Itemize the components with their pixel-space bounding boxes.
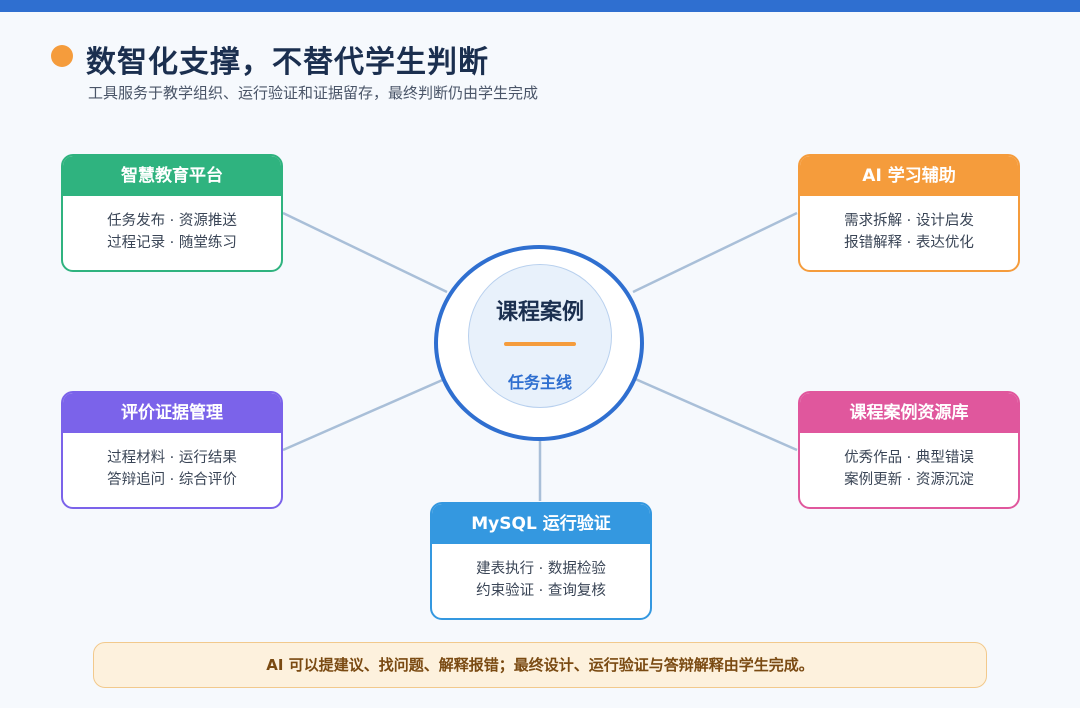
- card-body: 优秀作品 · 典型错误 案例更新 · 资源沉淀: [800, 433, 1018, 491]
- card-line: 报错解释 · 表达优化: [844, 235, 974, 251]
- card-line: 需求拆解 · 设计启发: [844, 213, 974, 229]
- card-header: 评价证据管理: [63, 393, 281, 433]
- card-header: AI 学习辅助: [800, 156, 1018, 196]
- card-line: 过程记录 · 随堂练习: [107, 235, 237, 251]
- card-header: 课程案例资源库: [800, 393, 1018, 433]
- center-subtitle: 任务主线: [507, 373, 572, 392]
- connector-top-right: [632, 211, 798, 294]
- card-line: 建表执行 · 数据检验: [476, 561, 606, 577]
- card-line: 任务发布 · 资源推送: [107, 213, 237, 229]
- card-mysql-verification: MySQL 运行验证 建表执行 · 数据检验 约束验证 · 查询复核: [430, 502, 652, 620]
- card-body: 需求拆解 · 设计启发 报错解释 · 表达优化: [800, 196, 1018, 254]
- bottom-note: AI 可以提建议、找问题、解释报错；最终设计、运行验证与答辩解释由学生完成。: [93, 642, 987, 688]
- connector-bottom-left: [282, 376, 448, 452]
- connector-top-left: [282, 211, 448, 294]
- title-bullet-icon: [51, 45, 73, 67]
- card-evaluation-evidence: 评价证据管理 过程材料 · 运行结果 答辩追问 · 综合评价: [61, 391, 283, 509]
- card-ai-learning-assistant: AI 学习辅助 需求拆解 · 设计启发 报错解释 · 表达优化: [798, 154, 1020, 272]
- connector-bottom-right: [632, 376, 798, 452]
- card-header: 智慧教育平台: [63, 156, 281, 196]
- card-line: 答辩追问 · 综合评价: [107, 472, 237, 488]
- card-line: 过程材料 · 运行结果: [107, 450, 237, 466]
- center-title: 课程案例: [495, 300, 584, 325]
- card-body: 建表执行 · 数据检验 约束验证 · 查询复核: [432, 544, 650, 602]
- card-body: 过程材料 · 运行结果 答辩追问 · 综合评价: [63, 433, 281, 491]
- page-title: 数智化支撑，不替代学生判断: [86, 45, 489, 80]
- card-line: 案例更新 · 资源沉淀: [844, 472, 974, 488]
- card-header: MySQL 运行验证: [432, 504, 650, 544]
- card-body: 任务发布 · 资源推送 过程记录 · 随堂练习: [63, 196, 281, 254]
- card-line: 优秀作品 · 典型错误: [844, 450, 974, 466]
- card-line: 约束验证 · 查询复核: [476, 583, 606, 599]
- page-subtitle: 工具服务于教学组织、运行验证和证据留存，最终判断仍由学生完成: [88, 84, 539, 102]
- center-hub-inner: [468, 264, 612, 408]
- top-accent-bar: [0, 0, 1080, 12]
- center-divider: [504, 342, 576, 346]
- card-case-resource-library: 课程案例资源库 优秀作品 · 典型错误 案例更新 · 资源沉淀: [798, 391, 1020, 509]
- card-smart-education-platform: 智慧教育平台 任务发布 · 资源推送 过程记录 · 随堂练习: [61, 154, 283, 272]
